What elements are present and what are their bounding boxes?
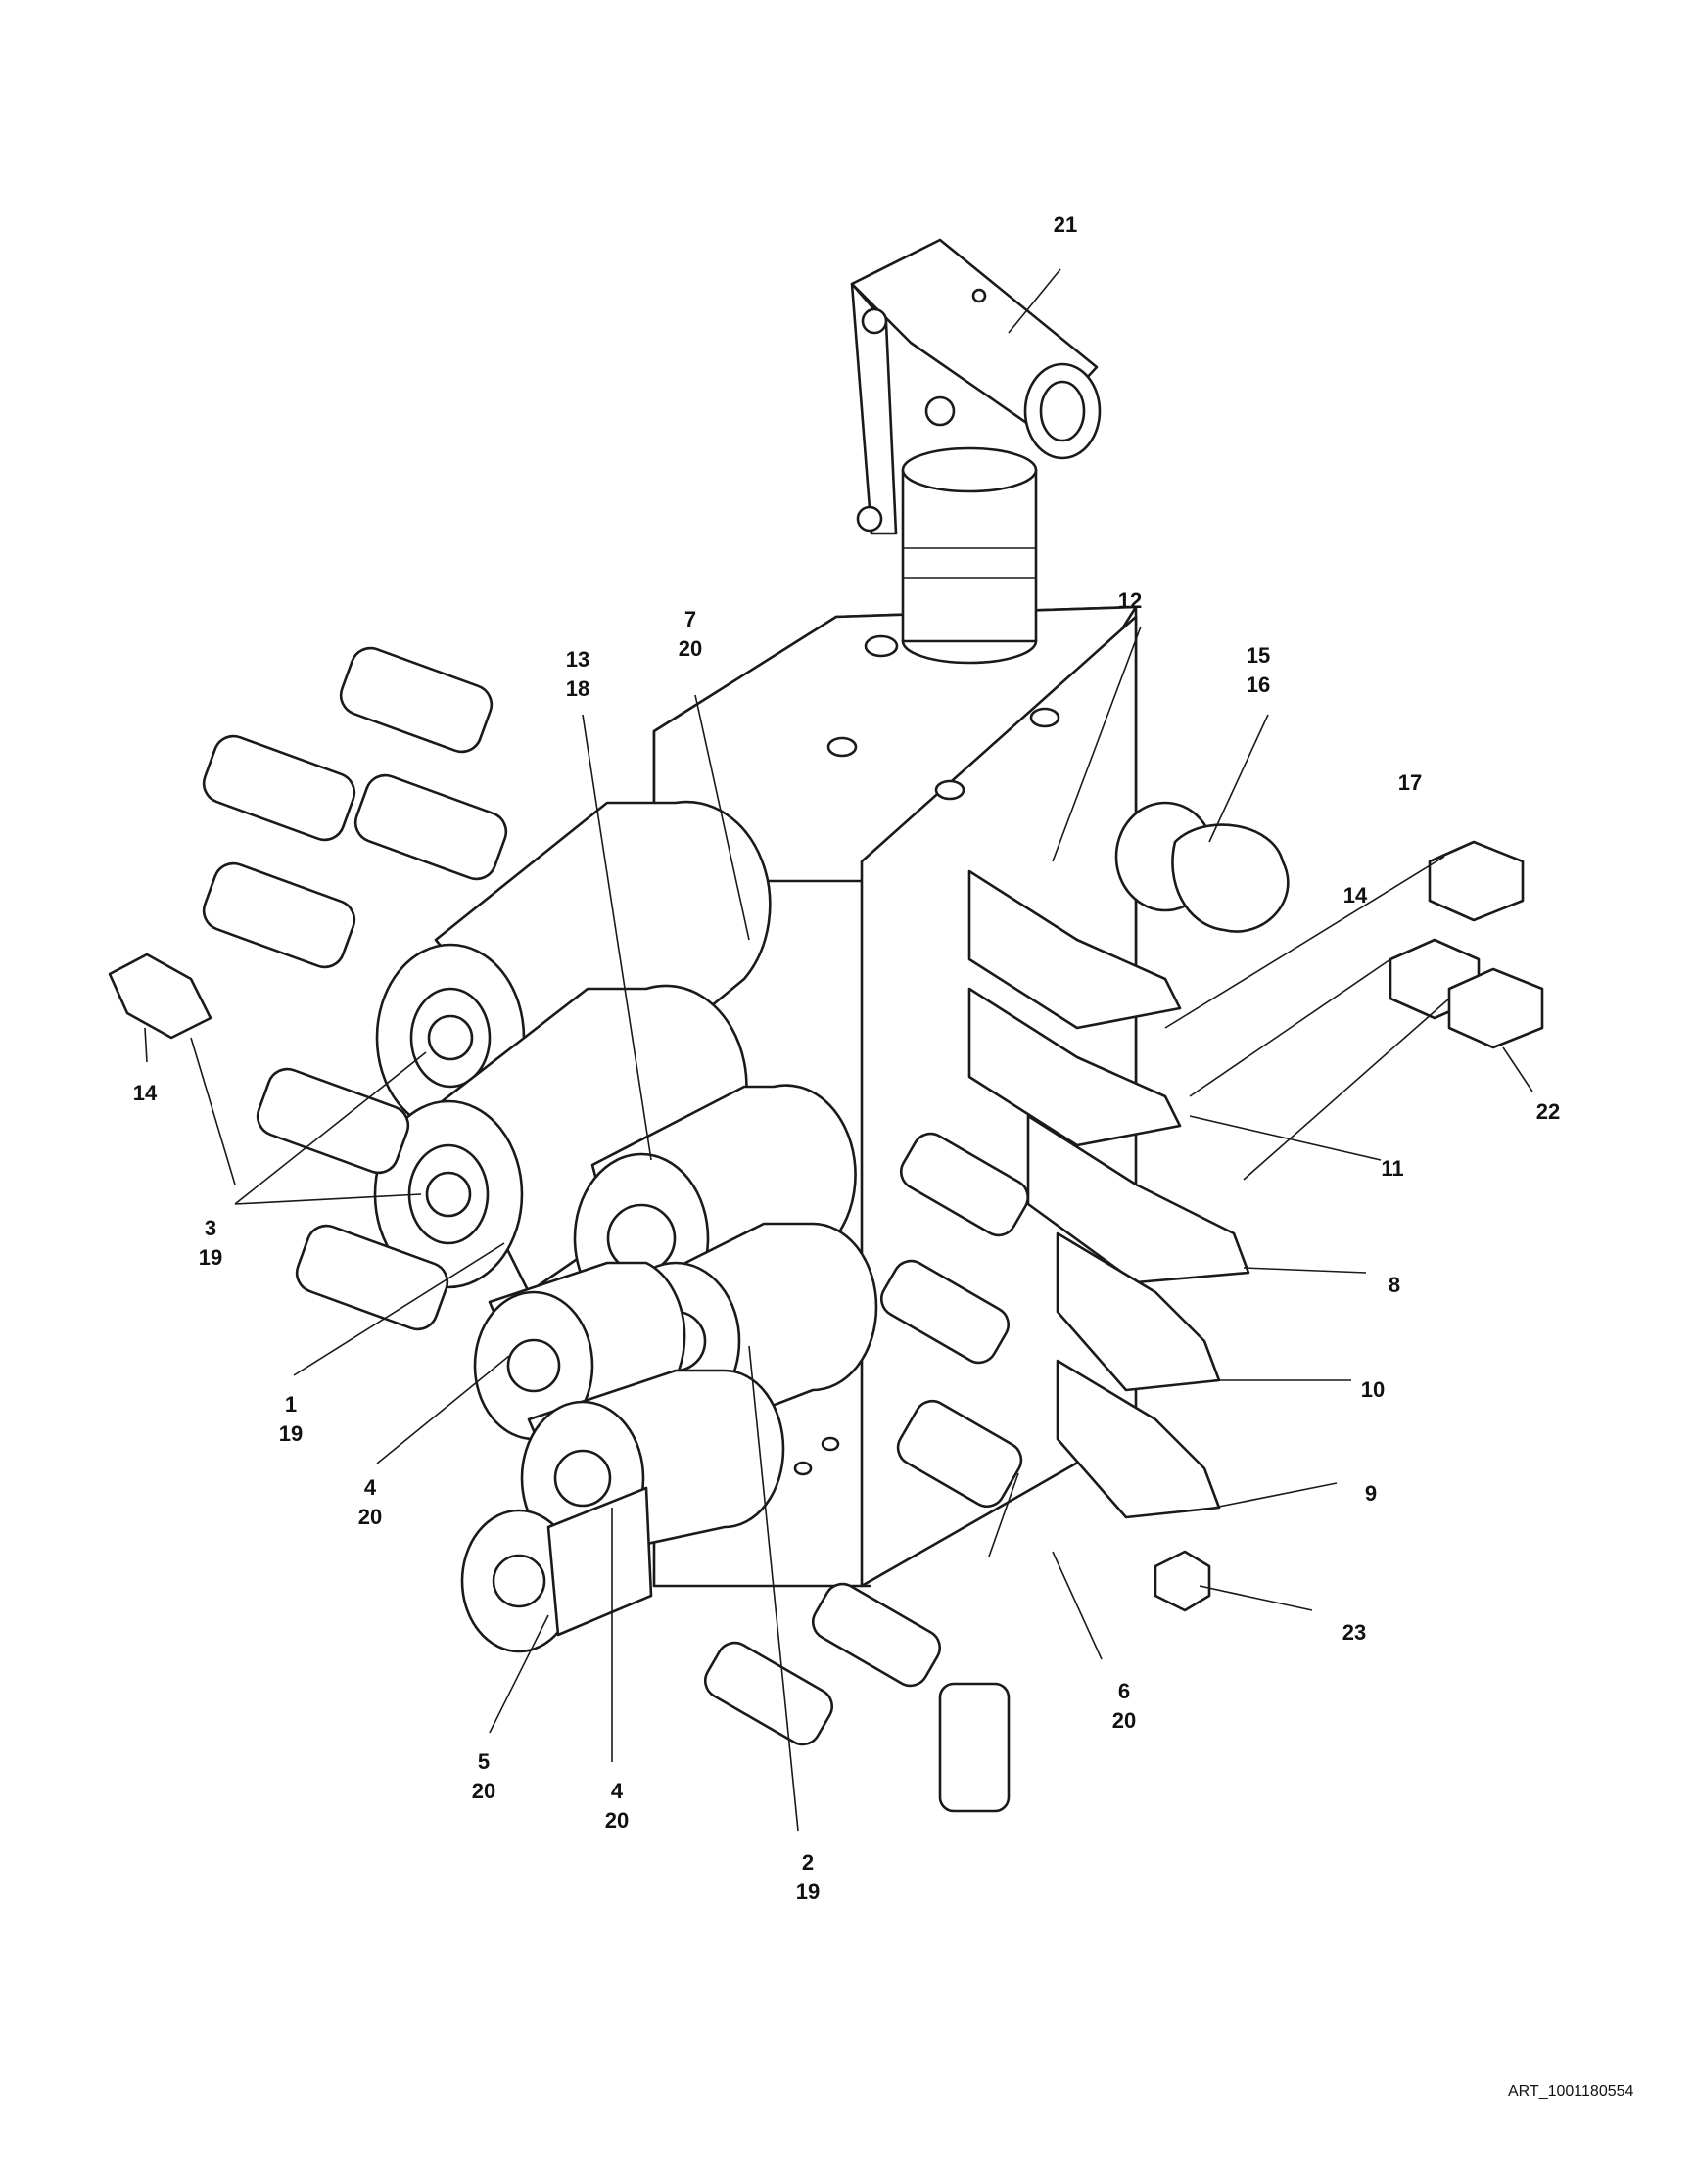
callout-8: 8 [1389,1273,1400,1297]
callout-17: 17 [1398,770,1422,795]
artwork-id: ART_1001180554 [1508,2083,1634,2100]
callout-9: 9 [1365,1481,1377,1506]
callout-11: 11 [1381,1156,1403,1181]
callout-12: 12 [1118,588,1142,613]
leader-lines [144,268,1533,1832]
loose-plugs [108,840,1544,1612]
callout-10: 10 [1361,1377,1385,1402]
cartridge-valves-right [967,801,1290,1519]
hand-pump [850,238,1102,665]
callout-21: 21 [1054,212,1077,237]
callout-22: 22 [1536,1099,1560,1124]
solenoid-coils [373,800,878,1653]
callout-23: 23 [1342,1620,1366,1645]
connector-plugs-center [703,1132,1030,1813]
callout-14-left: 14 [133,1081,158,1105]
connector-plugs-left [202,646,508,1331]
callout-14-right: 14 [1343,883,1368,907]
